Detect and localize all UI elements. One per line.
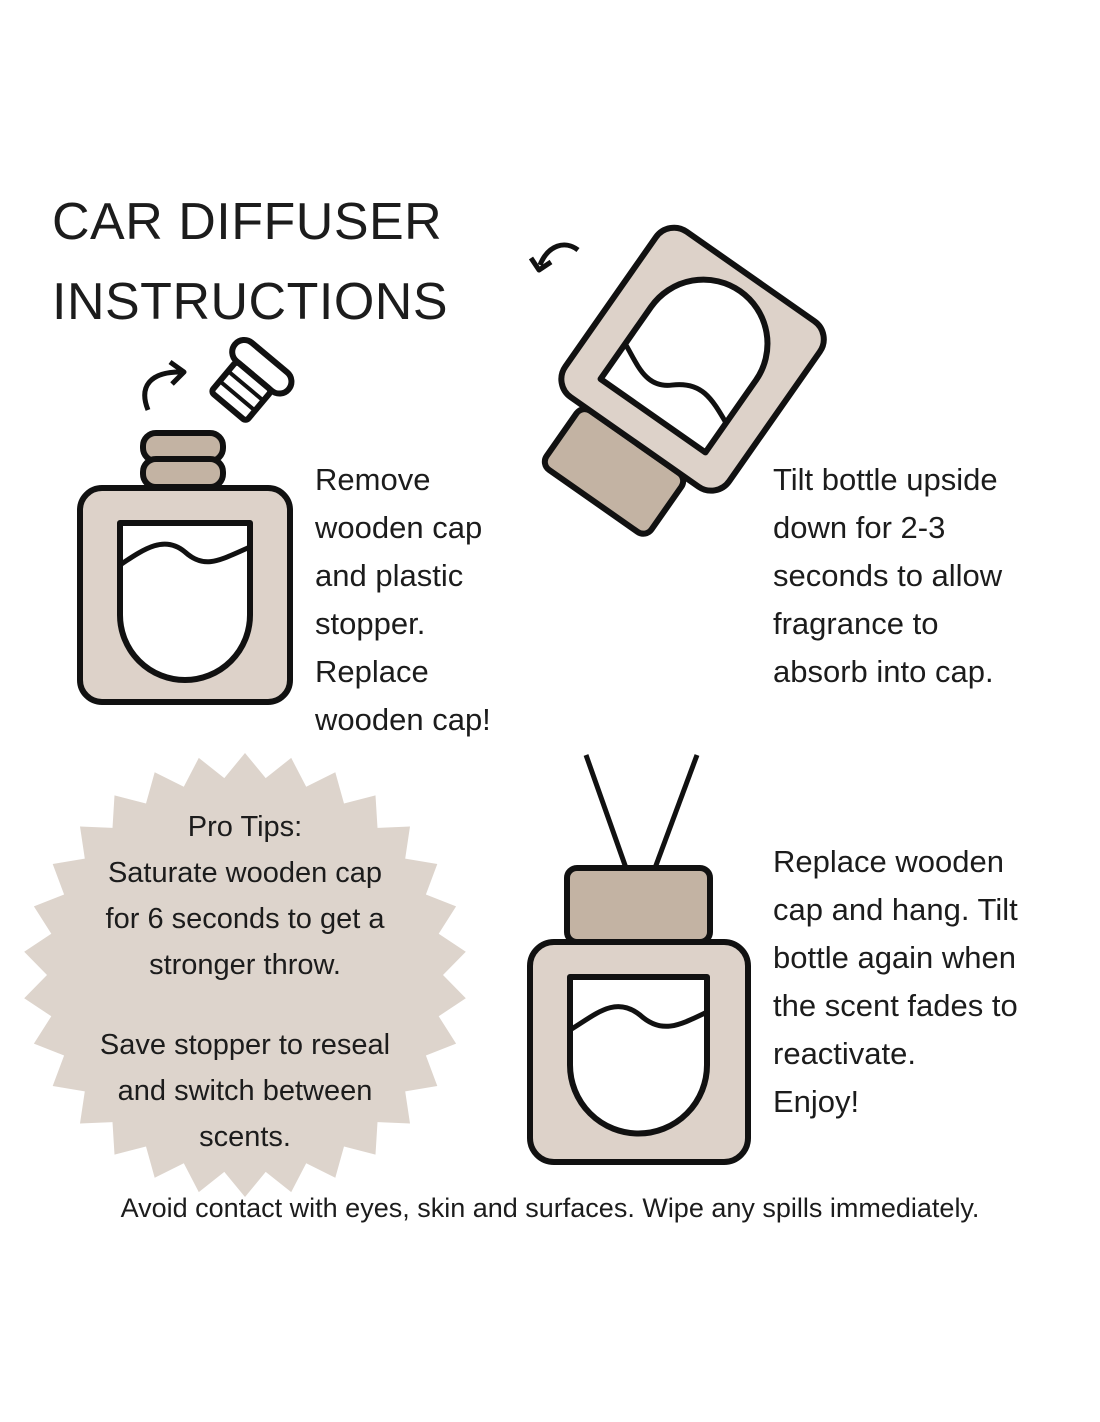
pro-tips: Pro Tips: Saturate wooden cap for 6 seco… [45,804,445,1160]
spacer [45,988,445,1022]
tip-text: Save stopper to reseal [99,1029,391,1061]
step-text: wooden cap [315,510,483,545]
step-text: fragrance to [773,606,939,641]
tip-text: for 6 seconds to get a [105,903,385,935]
safety-warning: Avoid contact with eyes, skin and surfac… [120,1193,980,1223]
tip-text: and switch between [117,1075,373,1107]
step-text: reactivate. [773,1036,917,1071]
step-text: and plastic [315,558,464,593]
bottle-tilt-illustration [528,224,827,537]
curved-arrow-icon [142,369,181,411]
step-tilt-bottle: Tilt bottle upside down for 2-3 seconds … [773,456,1002,696]
step-text: Remove [315,462,431,497]
plastic-stopper-icon [209,336,295,423]
tip-text: Saturate wooden cap [107,857,383,889]
step-hang: Replace wooden cap and hang. Tilt bottle… [773,838,1018,1126]
tip-text: scents. [199,1121,291,1153]
step-text: absorb into cap. [773,654,994,689]
step-remove-cap: Remove wooden cap and plastic stopper. R… [315,456,491,744]
step-text: Tilt bottle upside [773,462,998,497]
rotate-arrow-icon [537,242,580,267]
step-text: Enjoy! [773,1084,860,1119]
step-text: seconds to allow [773,558,1003,593]
step-text: stopper. [315,606,426,641]
step-text: Replace [315,654,429,689]
bottle-remove-cap-illustration [77,336,295,705]
tip-text: stronger throw. [149,949,341,981]
step-text: Replace wooden [773,844,1004,879]
step-text: cap and hang. Tilt [773,892,1018,927]
title-line: CAR DIFFUSER [52,193,443,251]
step-text: wooden cap! [315,702,491,737]
step-text: the scent fades to [773,988,1018,1023]
pro-tips-heading: Pro Tips: [187,811,303,843]
title-line: INSTRUCTIONS [52,273,448,331]
wooden-cap-icon [564,865,713,945]
page-title: CAR DIFFUSER INSTRUCTIONS [52,182,448,342]
bottle-hanging-illustration [527,754,751,1165]
step-text: bottle again when [773,940,1017,975]
pro-tips-badge [24,753,466,1197]
step-text: down for 2-3 [773,510,946,545]
